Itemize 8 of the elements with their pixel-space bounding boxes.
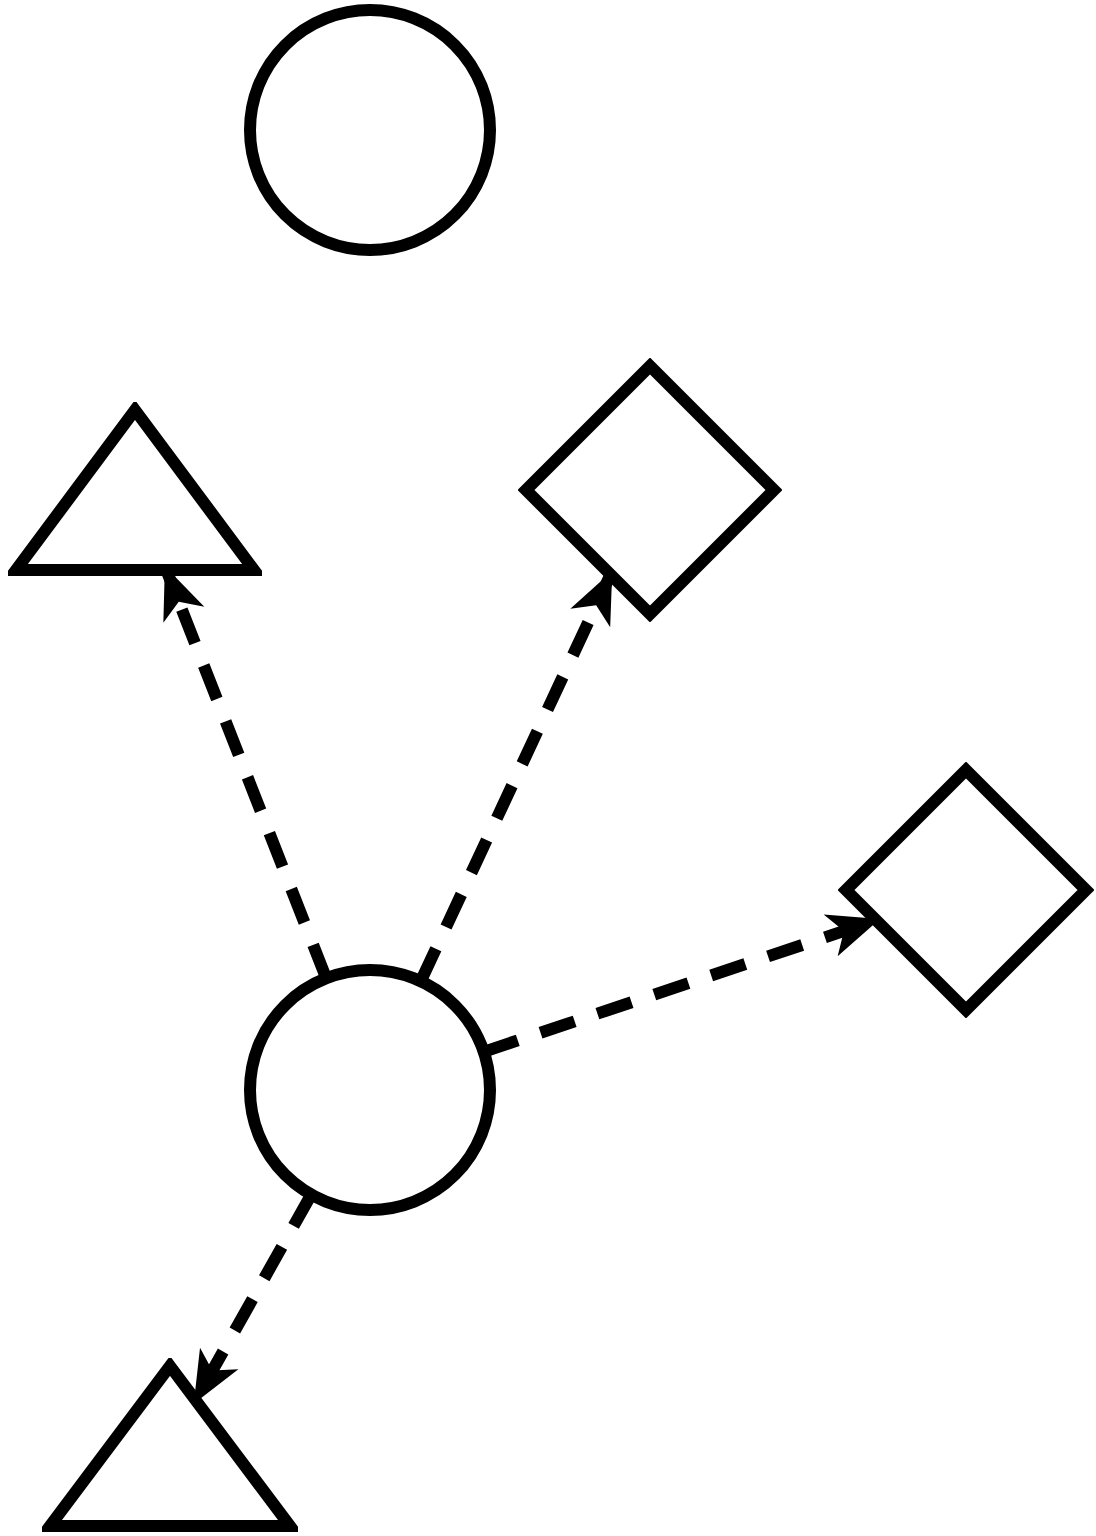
dashed-arrow bbox=[415, 570, 616, 984]
circle-shape bbox=[242, 962, 498, 1218]
diamond-shape bbox=[518, 358, 782, 622]
circle-shape bbox=[242, 2, 498, 258]
triangle-shape bbox=[8, 402, 262, 578]
diamond-shape bbox=[838, 762, 1094, 1018]
dashed-arrow bbox=[190, 1191, 317, 1404]
triangle-shape bbox=[42, 1358, 298, 1534]
